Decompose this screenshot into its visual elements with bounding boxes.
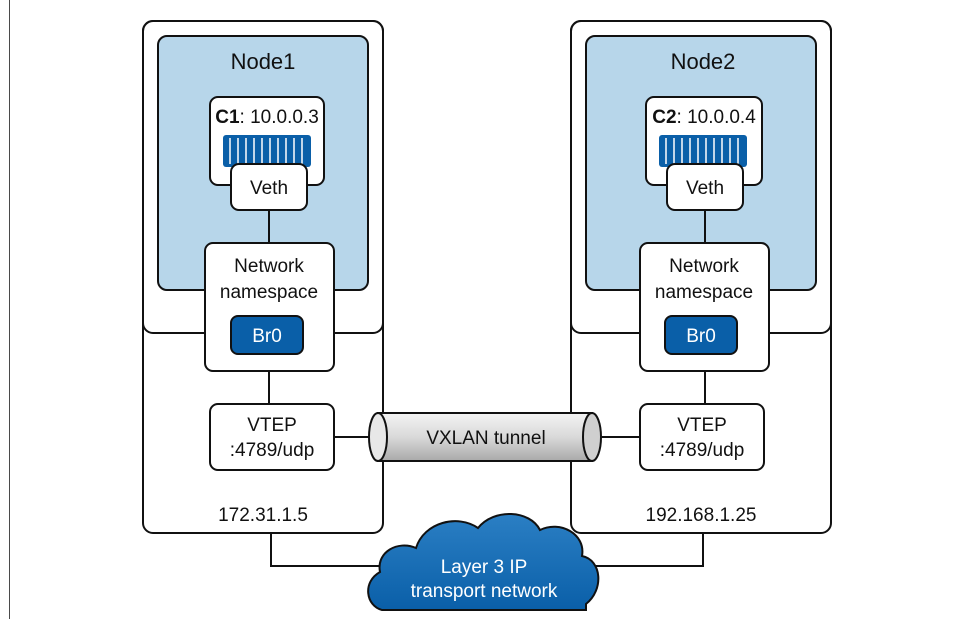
node2-vtep-line2: :4789/udp [660, 440, 745, 461]
vxlan-tunnel: VXLAN tunnel [368, 412, 602, 462]
node1-netns-line2: namespace [220, 282, 318, 303]
node1-bridge-box [230, 315, 304, 355]
node2-vtep-line1: VTEP [677, 415, 727, 436]
node1-container-ip: : 10.0.0.3 [240, 107, 319, 128]
node1-host-outline [142, 20, 384, 534]
svg-text:C2: 10.0.0.4: C2: 10.0.0.4 [652, 107, 756, 128]
node1-bridge-label: Br0 [252, 326, 282, 347]
node1-stack-stripes [229, 138, 303, 164]
node1: Node1 C1: 10.0.0.3 Veth Network namespac… [142, 20, 384, 526]
node2-host-outline [570, 20, 832, 534]
node2-netns-line2: namespace [655, 282, 753, 303]
node2-bridge-box [664, 315, 738, 355]
node1-veth-label: Veth [250, 178, 288, 199]
frame-border-left [9, 0, 10, 619]
node1-container-stack-icon [223, 135, 311, 167]
cloud-label-line2: transport network [411, 581, 558, 602]
svg-text:C1: 10.0.0.3: C1: 10.0.0.3 [215, 107, 319, 128]
node2-container-ip: : 10.0.0.4 [677, 107, 757, 128]
node1-container-name: C1 [215, 107, 240, 128]
node1-netns-line1: Network [234, 256, 304, 277]
node2-stack-stripes [665, 138, 739, 164]
node2-container-name: C2 [652, 107, 676, 128]
node2-bridge-label: Br0 [686, 326, 716, 347]
node1-title: Node1 [231, 49, 296, 74]
node2-veth-label: Veth [686, 178, 724, 199]
cloud-label-line1: Layer 3 IP [441, 557, 528, 578]
vxlan-tunnel-label: VXLAN tunnel [426, 428, 545, 449]
link-node1-cloud [270, 533, 395, 567]
link-node2-cloud [580, 533, 704, 567]
node2-container-stack-icon [659, 135, 747, 167]
node1-host-ip: 172.31.1.5 [218, 505, 308, 526]
node2-host-ip: 192.168.1.25 [646, 505, 757, 526]
transport-network-cloud: Layer 3 IP transport network [367, 513, 600, 611]
node1-vtep-line1: VTEP [247, 415, 297, 436]
node1-vtep-line2: :4789/udp [230, 440, 315, 461]
node2-title: Node2 [671, 49, 736, 74]
node2-netns-line1: Network [669, 256, 739, 277]
node2: Node2 C2: 10.0.0.4 Veth Network namespac… [570, 20, 832, 526]
